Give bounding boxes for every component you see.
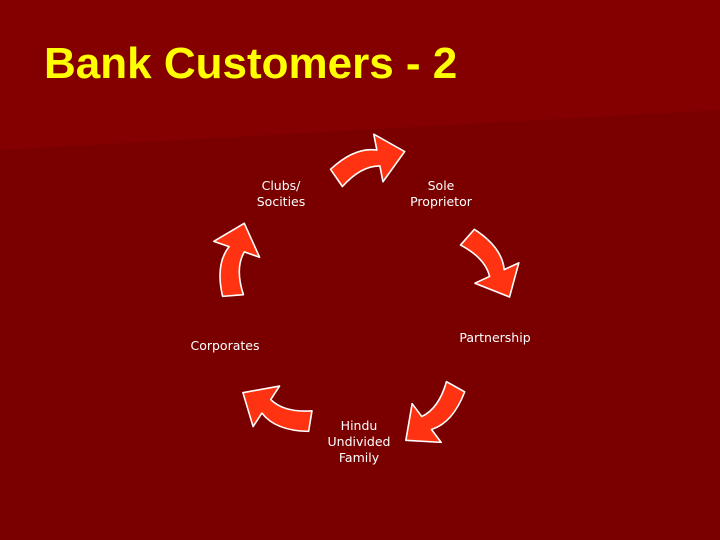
slide-title: Bank Customers - 2 xyxy=(44,39,458,88)
arrow-corporates-to-clubs xyxy=(213,222,261,298)
arrow-clubs-to-sole xyxy=(329,133,406,188)
node-clubs-label: Clubs/ Socities xyxy=(256,178,306,209)
node-partnership-label: Partnership xyxy=(459,330,531,345)
node-sole-proprietor-label: Sole Proprietor xyxy=(410,178,472,209)
node-corporates-label: Corporates xyxy=(190,338,260,353)
arrow-hindu-to-corporates xyxy=(242,385,313,433)
node-hindu-undivided-family-label: Hindu Undivided Family xyxy=(327,418,391,465)
arrow-partnership-to-hindu xyxy=(405,380,466,444)
arrow-sole-to-partnership xyxy=(459,228,520,298)
